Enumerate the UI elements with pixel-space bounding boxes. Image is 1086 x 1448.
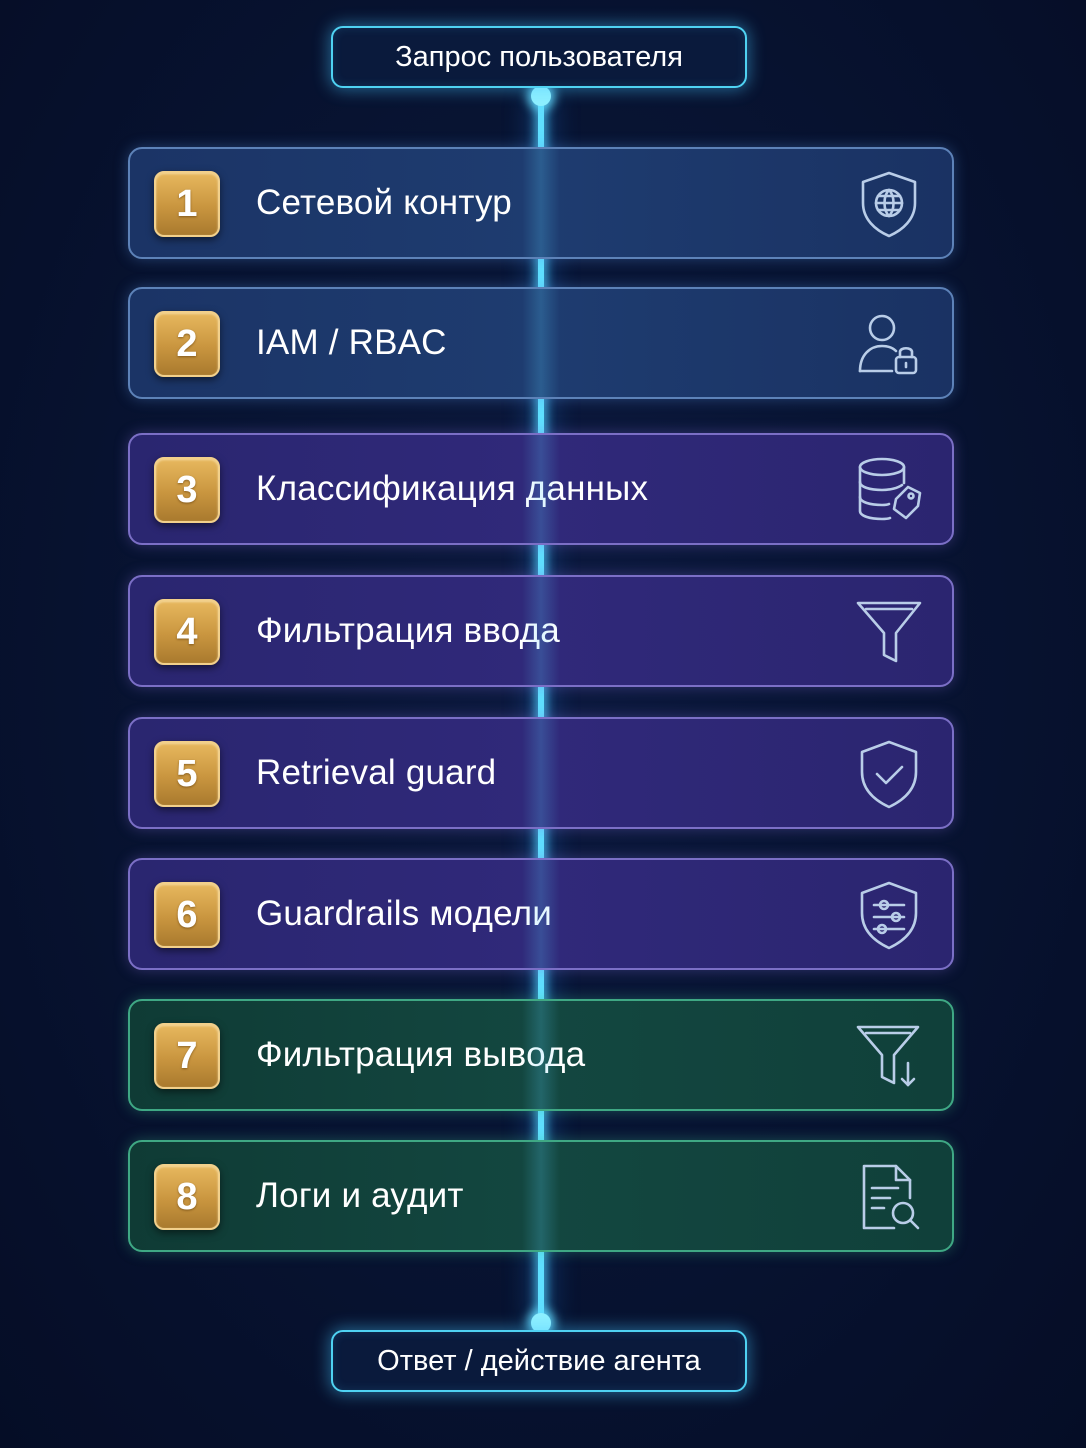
shield-sliders-icon <box>852 878 926 952</box>
stage-label: Retrieval guard <box>256 753 497 792</box>
stage-7: 7 Фильтрация вывода <box>128 999 954 1111</box>
stage-number-badge: 1 <box>154 171 220 237</box>
stage-number-badge: 5 <box>154 741 220 807</box>
connector-start-dot <box>531 86 551 106</box>
stage-label: IAM / RBAC <box>256 323 447 362</box>
stage-number-badge: 8 <box>154 1164 220 1230</box>
stage-3: 3 Классификация данных <box>128 433 954 545</box>
end-node-label: Ответ / действие агента <box>377 1344 701 1377</box>
database-tag-icon <box>852 453 926 527</box>
stage-label: Классификация данных <box>256 469 649 508</box>
connector-end-dot <box>531 1313 551 1333</box>
stage-6: 6 Guardrails модели <box>128 858 954 970</box>
stage-number-badge: 4 <box>154 599 220 665</box>
stage-number-badge: 3 <box>154 457 220 523</box>
filter-down-icon <box>852 1019 926 1093</box>
stage-2: 2 IAM / RBAC <box>128 287 954 399</box>
shield-check-icon <box>852 737 926 811</box>
start-node-label: Запрос пользователя <box>395 40 683 73</box>
start-node: Запрос пользователя <box>331 26 747 88</box>
stage-number-badge: 6 <box>154 882 220 948</box>
document-search-icon <box>852 1160 926 1234</box>
stage-label: Фильтрация вывода <box>256 1035 586 1074</box>
stage-number-badge: 7 <box>154 1023 220 1089</box>
stage-4: 4 Фильтрация ввода <box>128 575 954 687</box>
connector-line <box>538 96 544 1323</box>
stage-5: 5 Retrieval guard <box>128 717 954 829</box>
stage-label: Guardrails модели <box>256 894 553 933</box>
stage-number-badge: 2 <box>154 311 220 377</box>
stage-8: 8 Логи и аудит <box>128 1140 954 1252</box>
stage-1: 1 Сетевой контур <box>128 147 954 259</box>
globe-shield-icon <box>852 167 926 241</box>
end-node: Ответ / действие агента <box>331 1330 747 1392</box>
stage-label: Логи и аудит <box>256 1176 464 1215</box>
stage-label: Сетевой контур <box>256 183 512 222</box>
user-lock-icon <box>852 307 926 381</box>
filter-icon <box>852 595 926 669</box>
stage-label: Фильтрация ввода <box>256 611 560 650</box>
